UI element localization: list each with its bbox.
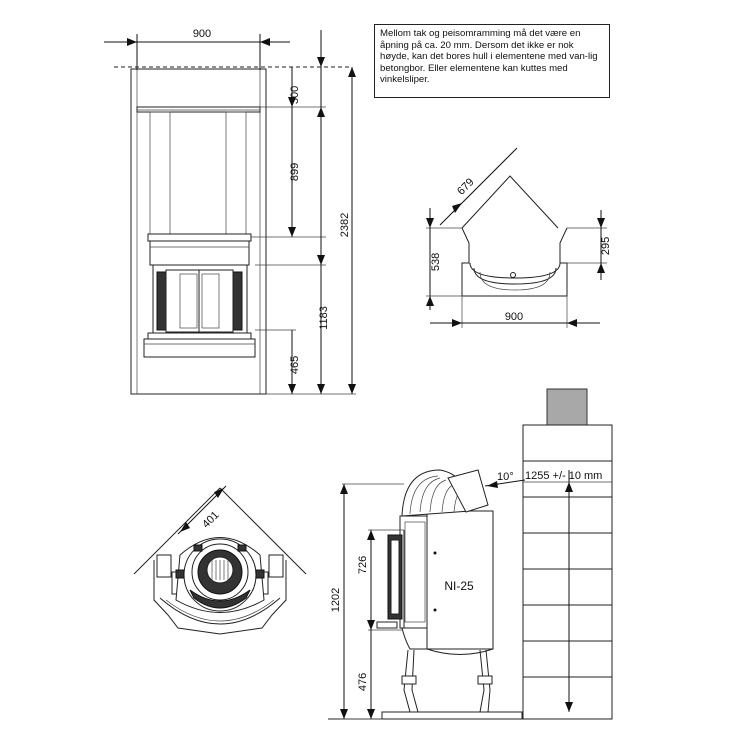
corner-plan-view: 401 — [133, 485, 307, 635]
installation-note: Mellom tak og peisomramming må det være … — [374, 24, 610, 98]
side-view: 1202 726 476 10° NI-25 — [328, 469, 526, 720]
corner-diag-label: 401 — [200, 509, 221, 530]
front-base-label: 465 — [289, 356, 301, 374]
side-door-label: 726 — [357, 556, 369, 574]
side-angle-label: 10° — [497, 471, 514, 483]
chimney-stack: 1255 +/- 10 mm — [522, 388, 613, 720]
front-elevation: 900 300 899 465 1183 2382 — [104, 28, 356, 395]
plan-depth-label: 538 — [430, 253, 442, 271]
plan-side-label: 295 — [600, 237, 612, 255]
front-width-label: 900 — [193, 28, 211, 40]
model-label: NI-25 — [444, 579, 474, 593]
side-total-label: 1202 — [330, 588, 342, 612]
front-fire-label: 1183 — [318, 306, 330, 330]
chimney-height-label: 1255 +/- 10 mm — [525, 470, 602, 482]
side-leg-label: 476 — [357, 673, 369, 691]
front-mid-label: 899 — [289, 163, 301, 181]
plan-view: 679 538 295 900 — [426, 147, 612, 328]
front-top-label: 300 — [289, 86, 301, 104]
plan-diag-label: 679 — [455, 176, 476, 197]
front-total-label: 2382 — [339, 213, 351, 237]
plan-width-label: 900 — [505, 311, 523, 323]
